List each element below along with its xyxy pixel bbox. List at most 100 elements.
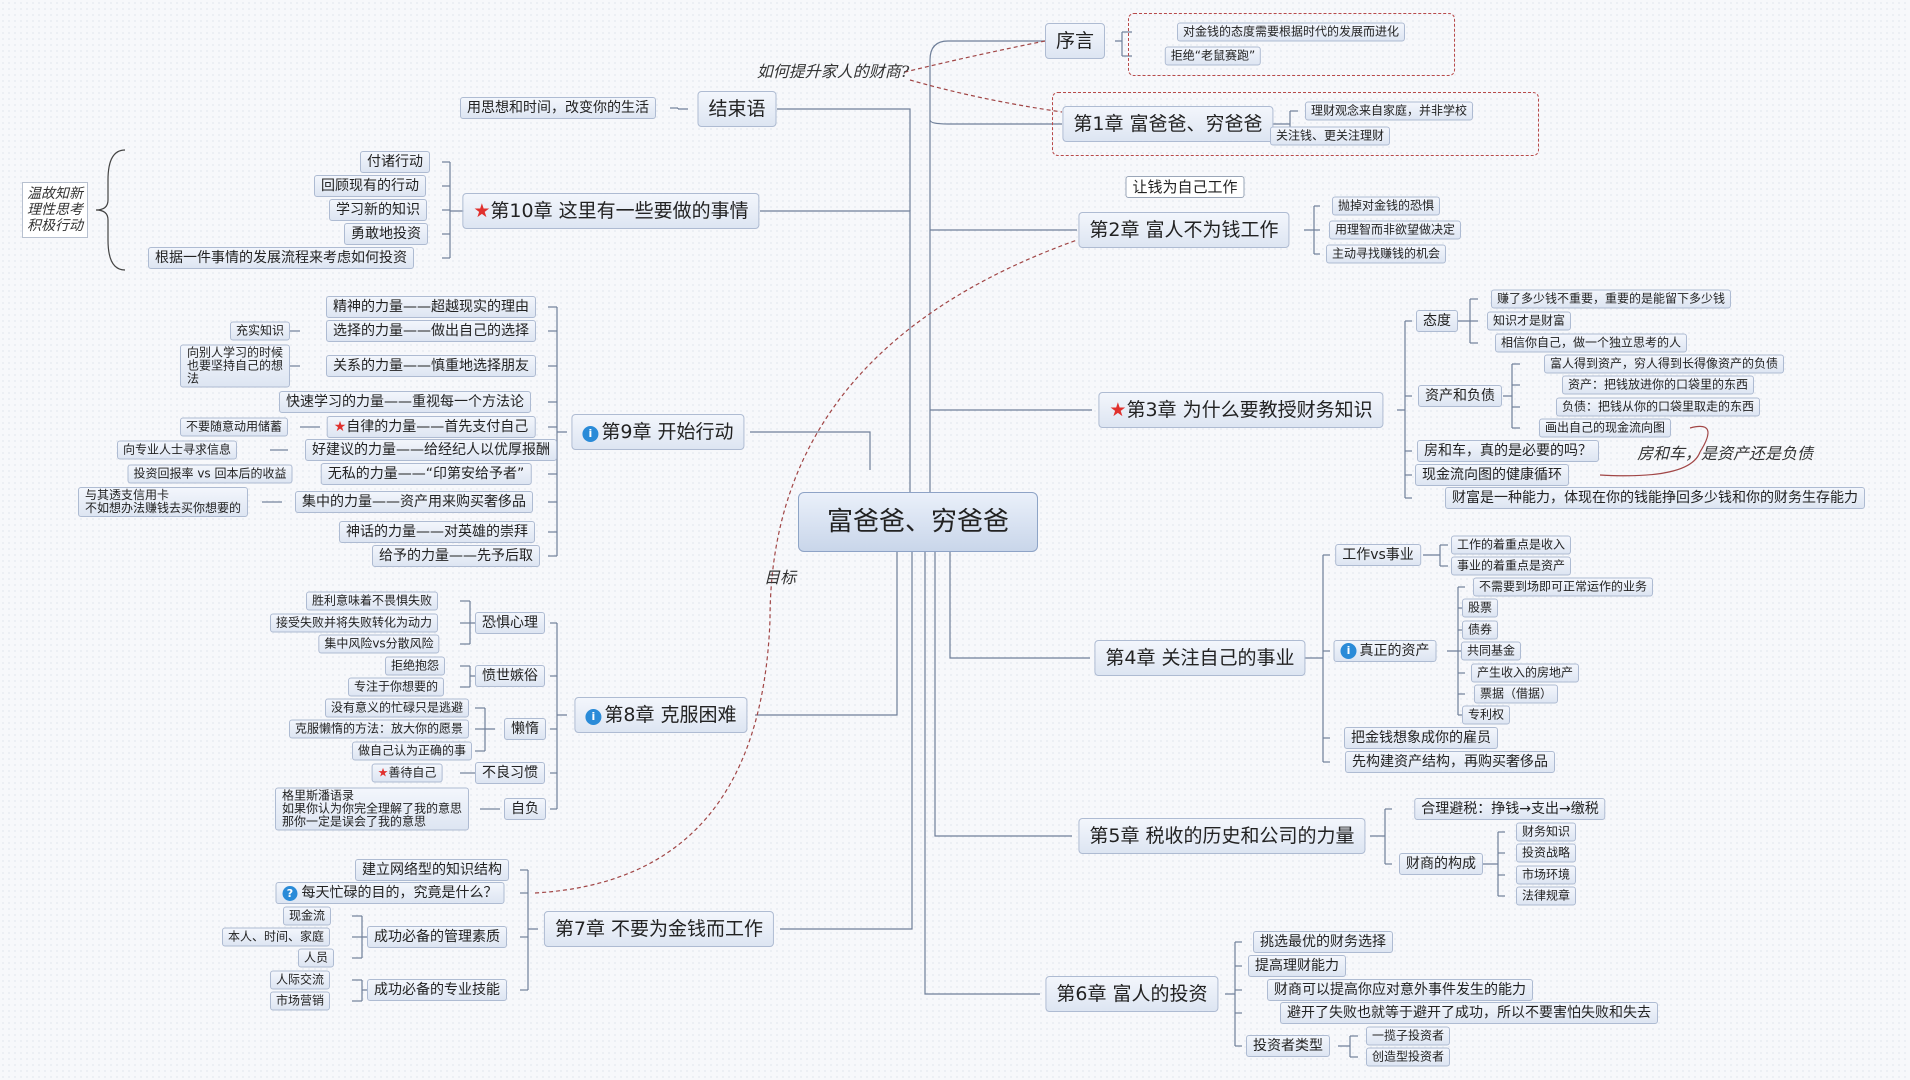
- ch10-item[interactable]: 勇敢地投资: [344, 223, 428, 245]
- ch8-fear-item[interactable]: 胜利意味着不畏惧失败: [305, 591, 439, 611]
- ch8-lazy-item[interactable]: 克服懒惰的方法：放大你的愿景: [288, 719, 470, 739]
- ch8-cynic[interactable]: 愤世嫉俗: [475, 665, 545, 687]
- ch7-mgmt[interactable]: 成功必备的管理素质: [367, 926, 507, 948]
- ch8-fear-item[interactable]: 集中风险vs分散风险: [318, 634, 440, 654]
- ch9-note[interactable]: 向专业人士寻求信息: [116, 440, 238, 460]
- ch6-item[interactable]: 财商可以提高你应对意外事件发生的能力: [1267, 979, 1533, 1001]
- ch4-work[interactable]: 工作vs事业: [1335, 544, 1421, 566]
- ch3-attitude[interactable]: 态度: [1416, 310, 1458, 332]
- ch8-ego-item[interactable]: 格里斯潘语录 如果你认为你完全理解了我的意思 那你一定是误会了我的意思: [274, 787, 470, 831]
- ch7-mgmt-item[interactable]: 本人、时间、家庭: [221, 927, 331, 947]
- ch3-item[interactable]: 房和车，真的是必要的吗？: [1417, 440, 1599, 462]
- ch8-cynic-item[interactable]: 专注于你想要的: [347, 677, 445, 697]
- ch2-item[interactable]: 主动寻找赚钱的机会: [1325, 244, 1447, 264]
- ch7-skill-item[interactable]: 人际交流: [269, 970, 331, 990]
- ch3-item[interactable]: 财富是一种能力，体现在你的钱能挣回多少钱和你的财务生存能力: [1445, 487, 1865, 509]
- ch4-work-item[interactable]: 事业的着重点是资产: [1450, 556, 1572, 576]
- ch6-types[interactable]: 投资者类型: [1246, 1035, 1330, 1057]
- ch3-assets-item[interactable]: 资产：把钱放进你的口袋里的东西: [1561, 375, 1755, 395]
- ch6-topic[interactable]: 第6章 富人的投资: [1045, 976, 1219, 1012]
- ch7-skill[interactable]: 成功必备的专业技能: [367, 979, 507, 1001]
- ch3-assets-item[interactable]: 画出自己的现金流向图: [1538, 418, 1672, 438]
- ch9-item[interactable]: 关系的力量——慎重地选择朋友: [326, 355, 536, 377]
- ch9-item[interactable]: 好建议的力量——给经纪人以优厚报酬: [305, 439, 557, 461]
- ch5-iq-item[interactable]: 法律规章: [1515, 886, 1577, 906]
- ch4-work-item[interactable]: 工作的着重点是收入: [1450, 535, 1572, 555]
- ch5-iq[interactable]: 财商的构成: [1399, 853, 1483, 875]
- ch3-attitude-item[interactable]: 相信你自己，做一个独立思考的人: [1494, 333, 1688, 353]
- conclusion-topic[interactable]: 结束语: [697, 91, 777, 127]
- ch3-assets-item[interactable]: 富人得到资产，穷人得到长得像资产的负债: [1543, 354, 1785, 374]
- ch10-item[interactable]: 学习新的知识: [329, 199, 427, 221]
- ch9-note[interactable]: 与其透支信用卡 不如想办法赚钱去买你想要的: [77, 487, 249, 517]
- ch7-mgmt-item[interactable]: 现金流: [282, 906, 332, 926]
- ch3-assets-item[interactable]: 负债：把钱从你的口袋里取走的东西: [1555, 397, 1761, 417]
- ch9-item[interactable]: 神话的力量——对英雄的崇拜: [339, 521, 535, 543]
- ch4-asset-item[interactable]: 不需要到场即可正常运作的业务: [1472, 577, 1654, 597]
- ch8-ego[interactable]: 自负: [504, 798, 546, 820]
- ch6-item[interactable]: 提高理财能力: [1248, 955, 1346, 977]
- ch2-item[interactable]: 抛掉对金钱的恐惧: [1331, 196, 1441, 216]
- ch7-item[interactable]: ?每天忙碌的目的，究竟是什么？: [275, 882, 505, 904]
- ch7-skill-item[interactable]: 市场营销: [269, 991, 331, 1011]
- ch5-iq-item[interactable]: 投资战略: [1515, 843, 1577, 863]
- ch10-item[interactable]: 回顾现有的行动: [314, 175, 426, 197]
- ch5-iq-item[interactable]: 市场环境: [1515, 865, 1577, 885]
- ch4-item[interactable]: 先构建资产结构，再购买奢侈品: [1345, 751, 1555, 773]
- ch1-item[interactable]: 关注钱、更关注理财: [1269, 126, 1391, 146]
- ch9-note[interactable]: 充实知识: [229, 321, 291, 341]
- ch9-item[interactable]: 集中的力量——资产用来购买奢侈品: [295, 491, 533, 513]
- ch8-lazy-item[interactable]: 没有意义的忙碌只是逃避: [324, 698, 470, 718]
- ch10-topic[interactable]: ★第10章 这里有一些要做的事情: [462, 193, 760, 229]
- ch4-asset-item[interactable]: 票据（借据）: [1473, 684, 1559, 704]
- ch3-attitude-item[interactable]: 知识才是财富: [1486, 311, 1572, 331]
- ch2-item[interactable]: 用理智而非欲望做决定: [1328, 220, 1462, 240]
- ch9-item[interactable]: 无私的力量——“印第安给予者”: [320, 463, 532, 485]
- ch3-item[interactable]: 现金流向图的健康循环: [1415, 464, 1569, 486]
- ch3-topic[interactable]: ★第3章 为什么要教授财务知识: [1098, 392, 1384, 428]
- ch6-type-item[interactable]: 一揽子投资者: [1365, 1026, 1451, 1046]
- ch10-item[interactable]: 根据一件事情的发展流程来考虑如何投资: [148, 247, 414, 269]
- ch4-asset-item[interactable]: 共同基金: [1460, 641, 1522, 661]
- ch8-lazy-item[interactable]: 做自己认为正确的事: [351, 741, 473, 761]
- ch9-item[interactable]: 给予的力量——先予后取: [372, 545, 540, 567]
- ch5-tax[interactable]: 合理避税：挣钱→支出→缴税: [1414, 798, 1606, 820]
- ch9-item[interactable]: 选择的力量——做出自己的选择: [326, 320, 536, 342]
- preface-item[interactable]: 拒绝“老鼠赛跑”: [1164, 46, 1262, 66]
- ch10-item[interactable]: 付诸行动: [360, 151, 430, 173]
- ch8-habit-item[interactable]: ★善待自己: [371, 763, 443, 783]
- ch4-item[interactable]: 把金钱想象成你的雇员: [1344, 727, 1498, 749]
- ch6-type-item[interactable]: 创造型投资者: [1365, 1047, 1451, 1067]
- ch7-item[interactable]: 建立网络型的知识结构: [355, 859, 509, 881]
- preface-item[interactable]: 对金钱的态度需要根据时代的发展而进化: [1176, 22, 1406, 42]
- ch6-item[interactable]: 挑选最优的财务选择: [1253, 931, 1393, 953]
- ch4-asset-item[interactable]: 专利权: [1461, 705, 1511, 725]
- conclusion-item[interactable]: 用思想和时间，改变你的生活: [460, 97, 656, 119]
- ch9-note[interactable]: 向别人学习的时候 也要坚持自己的想 法: [179, 344, 291, 388]
- ch3-attitude-item[interactable]: 赚了多少钱不重要，重要的是能留下多少钱: [1490, 289, 1732, 309]
- ch9-item[interactable]: 精神的力量——超越现实的理由: [326, 296, 536, 318]
- ch9-item[interactable]: ★自律的力量——首先支付自己: [326, 416, 536, 438]
- ch8-fear-item[interactable]: 接受失败并将失败转化为动力: [269, 613, 439, 633]
- ch4-topic[interactable]: 第4章 关注自己的事业: [1094, 640, 1306, 676]
- ch5-topic[interactable]: 第5章 税收的历史和公司的力量: [1078, 818, 1366, 854]
- ch5-iq-item[interactable]: 财务知识: [1515, 822, 1577, 842]
- ch8-habit[interactable]: 不良习惯: [475, 762, 545, 784]
- preface-topic[interactable]: 序言: [1044, 23, 1106, 59]
- ch8-fear[interactable]: 恐惧心理: [475, 612, 545, 634]
- ch1-item[interactable]: 理财观念来自家庭，并非学校: [1304, 101, 1474, 121]
- ch2-topic[interactable]: 第2章 富人不为钱工作: [1078, 212, 1290, 248]
- ch3-assets[interactable]: 资产和负债: [1418, 385, 1502, 407]
- ch6-item[interactable]: 避开了失败也就等于避开了成功，所以不要害怕失败和失去: [1280, 1002, 1658, 1024]
- ch9-note[interactable]: 投资回报率 vs 回本后的收益: [127, 464, 293, 484]
- ch4-asset-item[interactable]: 股票: [1461, 598, 1499, 618]
- ch1-topic[interactable]: 第1章 富爸爸、穷爸爸: [1062, 106, 1274, 142]
- ch8-cynic-item[interactable]: 拒绝抱怨: [384, 656, 446, 676]
- ch9-item[interactable]: 快速学习的力量——重视每一个方法论: [279, 391, 531, 413]
- ch8-lazy[interactable]: 懒惰: [504, 718, 546, 740]
- ch7-mgmt-item[interactable]: 人员: [297, 948, 335, 968]
- ch7-topic[interactable]: 第7章 不要为金钱而工作: [543, 911, 775, 947]
